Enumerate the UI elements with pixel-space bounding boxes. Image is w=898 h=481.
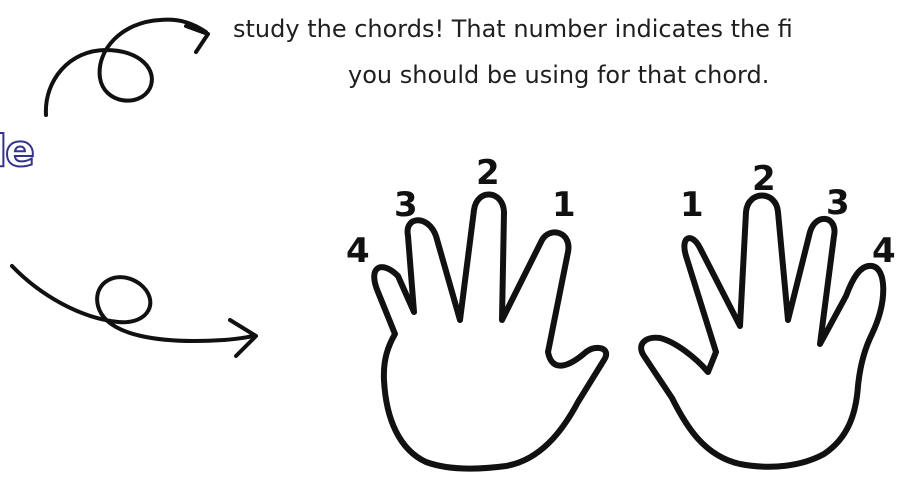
right-hand-finger-label-4: 4	[872, 231, 896, 271]
right-hand-outline	[638, 192, 887, 470]
right-hand-finger-label-2: 2	[752, 159, 776, 199]
left-hand-finger-label-4: 4	[346, 231, 370, 271]
left-hand-finger-label-2: 2	[476, 153, 500, 193]
instruction-caption: study the chords! That number indicates …	[0, 0, 898, 110]
left-hand-finger-label-3: 3	[394, 185, 418, 225]
left-hand-finger-label-1: 1	[552, 185, 576, 225]
right-hand-finger-label-1: 1	[680, 185, 704, 225]
caption-line-1: study the chords! That number indicates …	[233, 15, 793, 43]
left-hand-outline	[371, 191, 609, 472]
bottom-curly-arrow-icon	[10, 264, 258, 358]
cropped-heading-letters: le	[0, 125, 36, 178]
right-hand-finger-label-3: 3	[826, 183, 850, 223]
caption-line-2: you should be using for that chord.	[348, 61, 770, 89]
top-curly-arrow-icon	[43, 17, 210, 117]
